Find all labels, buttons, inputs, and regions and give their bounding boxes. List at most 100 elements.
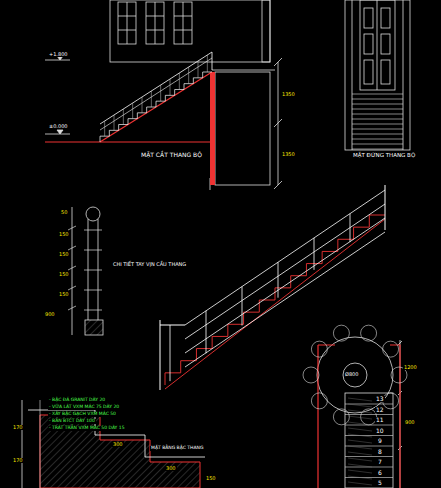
stroke xyxy=(352,109,403,110)
stroke xyxy=(146,107,147,113)
stroke xyxy=(259,300,275,301)
stroke xyxy=(348,422,372,425)
handrail xyxy=(100,58,212,130)
dimension-text: 300 xyxy=(165,466,177,471)
step-number: 11 xyxy=(375,417,385,423)
stroke xyxy=(275,288,276,300)
granite-finish xyxy=(28,410,205,457)
step-number: 6 xyxy=(377,470,383,476)
stroke xyxy=(68,306,76,310)
stroke xyxy=(128,119,129,125)
stroke xyxy=(348,482,372,485)
stroke xyxy=(206,311,207,353)
petal xyxy=(311,393,327,409)
view-title: CHI TIẾT TAY VỊN CẦU THANG xyxy=(112,262,187,267)
stroke xyxy=(165,95,166,101)
step-lines xyxy=(345,398,393,485)
dimension-text: 150 xyxy=(58,252,70,257)
dimension-text: 50 xyxy=(60,210,68,215)
stroke xyxy=(348,458,372,461)
spiral-stair-plan xyxy=(317,337,402,488)
railing-elevation xyxy=(160,185,385,390)
stroke xyxy=(242,287,243,326)
dimension-text: 170 xyxy=(12,458,24,463)
stroke xyxy=(275,287,291,288)
stroke xyxy=(322,251,323,263)
stroke xyxy=(123,109,124,125)
stroke xyxy=(348,404,372,407)
railing-post-detail xyxy=(72,207,103,335)
stroke xyxy=(185,204,385,339)
stroke xyxy=(228,324,244,325)
step-number: 9 xyxy=(377,438,383,444)
dimension-text: 900 xyxy=(44,312,56,317)
dimension-text: 150 xyxy=(58,272,70,277)
step-number: 10 xyxy=(375,428,385,434)
stair-steps xyxy=(100,55,212,142)
stroke xyxy=(160,325,185,326)
note-text: - VỮA LÁT VXM MÁC 75 DÀY 20 xyxy=(48,405,120,410)
stroke xyxy=(350,214,351,242)
stair-stringer xyxy=(100,72,212,142)
stroke xyxy=(109,130,110,136)
note-text: - XÂY BẬC GẠCH VXM MÁC 50 xyxy=(48,412,117,417)
stroke xyxy=(348,416,372,419)
ground-line xyxy=(45,142,215,143)
petal xyxy=(333,325,349,341)
stroke xyxy=(196,348,212,349)
view-title: MẶT CẮT THANG BỘ xyxy=(140,152,203,158)
dimension-text: 150 xyxy=(58,232,70,237)
stroke xyxy=(348,452,372,455)
stroke xyxy=(132,103,133,119)
stroke xyxy=(185,232,385,367)
stroke xyxy=(352,124,403,125)
stroke xyxy=(345,435,393,436)
wall-section xyxy=(318,345,400,488)
stroke xyxy=(170,79,171,95)
stroke xyxy=(185,218,385,353)
stroke xyxy=(348,410,372,413)
dimension-text: 900 xyxy=(404,420,416,425)
stroke xyxy=(348,470,372,473)
dimension-text: 170 xyxy=(12,425,24,430)
stroke xyxy=(352,99,403,100)
stroke xyxy=(259,300,260,312)
stroke xyxy=(68,246,76,250)
note-text: - BẢN BTCT DÀY 100 xyxy=(48,419,96,424)
stroke xyxy=(385,185,386,230)
stroke xyxy=(348,440,372,443)
stroke xyxy=(188,67,189,84)
stroke xyxy=(352,149,403,150)
level-mark: +1.800 xyxy=(48,52,69,57)
stroke xyxy=(352,94,403,95)
note-text: - BẬC ĐÁ GRANIT DÀY 20 xyxy=(48,398,106,403)
step-number: 13 xyxy=(375,396,385,402)
front-elevation xyxy=(345,0,410,150)
stroke xyxy=(202,72,203,78)
stroke xyxy=(68,226,76,230)
stroke xyxy=(165,372,181,373)
stroke xyxy=(212,336,213,348)
stroke xyxy=(348,446,372,449)
stroke xyxy=(354,227,370,228)
stroke xyxy=(348,434,372,437)
dimension-text: 1350 xyxy=(281,92,296,97)
stroke xyxy=(165,219,385,389)
view-title: MẶT BẰNG BẬC THANG xyxy=(150,446,204,451)
note-text: - TRÁT TRẦN VXM MÁC 50 DÀY 15 xyxy=(48,426,126,431)
dimension-text: 150 xyxy=(205,476,217,481)
stroke xyxy=(151,91,152,107)
building-elevation xyxy=(110,0,275,190)
stroke xyxy=(306,264,307,276)
level-mark: ±0.000 xyxy=(48,124,69,129)
stroke xyxy=(198,61,199,78)
stroke xyxy=(142,97,143,113)
stroke xyxy=(156,101,157,107)
dimension-text: 1350 xyxy=(281,152,296,157)
view-title: MẶT ĐỨNG THANG BỘ xyxy=(352,153,416,159)
ornament xyxy=(303,325,407,425)
stroke xyxy=(185,190,385,325)
dimension-text: 300 xyxy=(112,442,124,447)
stroke xyxy=(165,373,166,385)
